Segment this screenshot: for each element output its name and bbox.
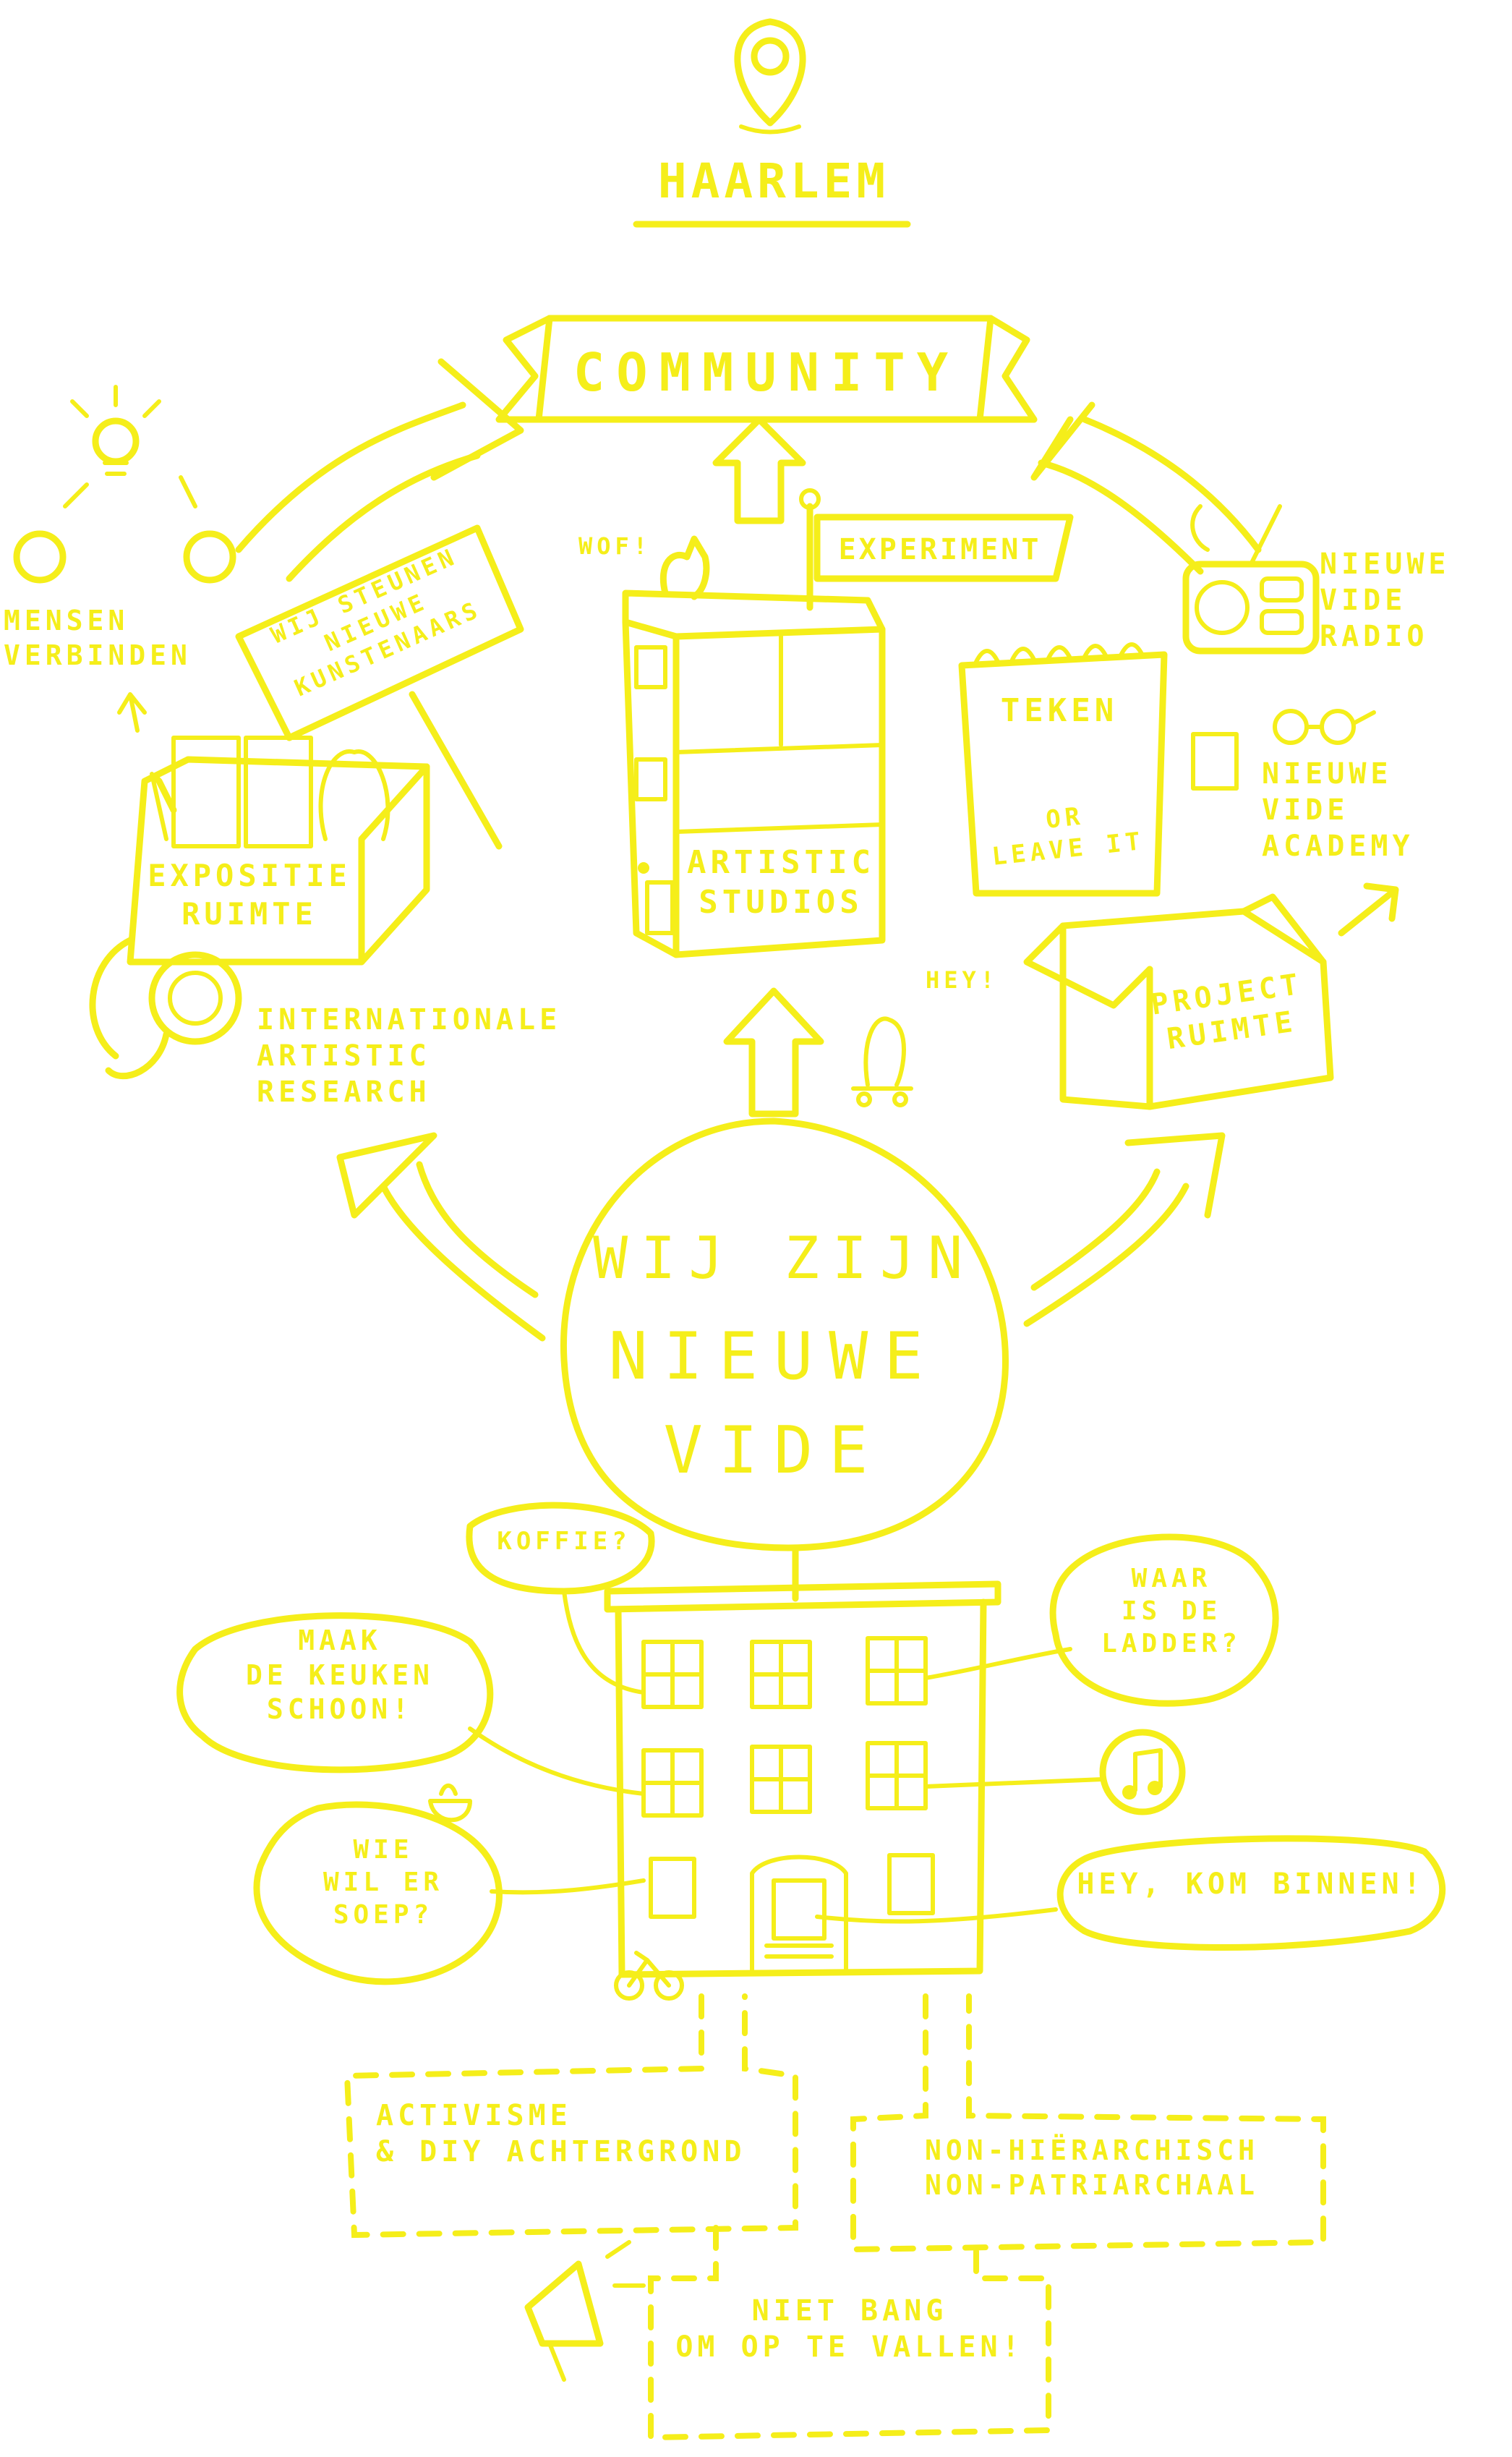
activisme-box <box>343 1993 798 2239</box>
hey-label: HEY! <box>926 966 999 994</box>
project-box <box>1023 893 1334 1110</box>
soep-label: WIE WIL ER SOEP? <box>323 1835 444 1930</box>
cycle-arrow-left <box>235 358 524 582</box>
research-label: INTERNATIONALE ARTISTIC RESEARCH <box>257 1003 562 1109</box>
music-line <box>923 1777 1105 1789</box>
book-icon <box>1191 732 1239 791</box>
soep-bubble <box>253 1801 503 1985</box>
center-title-line2: NIEUWE <box>608 1319 939 1394</box>
ladder-line <box>923 1647 1072 1680</box>
magnifier-icon <box>89 937 242 1080</box>
community-banner-label: COMMUNITY <box>573 342 960 403</box>
lightbulb-icon <box>70 385 161 476</box>
sketchbook <box>958 642 1168 897</box>
keuken-label: MAAK DE KEUKEN SCHOON! <box>246 1624 434 1725</box>
skateboard-dog-icon <box>851 1016 913 1107</box>
house-building <box>604 1580 1001 1978</box>
up-arrow-icon-lower <box>723 987 824 1117</box>
radio-label: NIEUWE VIDE RADIO <box>1320 548 1451 653</box>
cycle-arrow-right <box>1030 401 1262 575</box>
center-title-line1: WIJ ZIJN <box>593 1225 976 1292</box>
soup-bowl-icon <box>428 1783 472 1823</box>
bicycle-icon <box>614 1951 684 2001</box>
up-arrow-icon <box>712 416 806 524</box>
music-bubble <box>1099 1729 1186 1815</box>
academy-label: NIEUWE VIDE ACADEMY <box>1262 757 1414 863</box>
spread-arrow-left <box>336 1132 546 1342</box>
bang-box <box>648 2225 1051 2441</box>
music-note-icon <box>1122 1748 1163 1800</box>
megaphone-icon <box>524 2240 646 2382</box>
studios-building <box>622 589 886 958</box>
binnen-label: HEY, KOM BINNEN! <box>1077 1868 1425 1901</box>
binnen-bubble <box>1056 1835 1446 1951</box>
experiment-flag <box>799 488 1074 611</box>
experiment-flag-label: EXPERIMENT <box>838 533 1042 566</box>
glasses-icon <box>1273 709 1376 745</box>
hierarchie-label: NON-HIËRARCHISCH NON-PATRIARCHAAL <box>924 2134 1260 2201</box>
small-arrow-icon <box>117 692 147 733</box>
koffie-line <box>562 1589 646 1695</box>
radio-icon <box>1182 504 1320 655</box>
center-circle <box>560 1117 1009 1551</box>
koffie-bubble <box>466 1502 655 1595</box>
ladder-bubble <box>1049 1533 1279 1707</box>
expositie-label: EXPOSITIE RUIMTE <box>148 858 351 932</box>
activisme-label: ACTIVISME & DIY ACHTERGROND <box>376 2099 746 2168</box>
center-title-line3: VIDE <box>663 1413 884 1489</box>
bang-label: NIET BANG OM OP TE VALLEN! <box>675 2294 1024 2364</box>
binnen-line <box>815 1907 1058 1924</box>
teken-label: TEKEN <box>1000 692 1119 729</box>
expositie-box <box>127 736 430 966</box>
dog-icon <box>659 535 710 600</box>
studios-label: ARTISTIC STUDIOS <box>687 844 875 921</box>
mensen-verbinden-label: MENSEN VERBINDEN <box>4 605 192 671</box>
location-pin-icon <box>734 18 806 135</box>
koffie-label: KOFFIE? <box>497 1527 631 1556</box>
hierarchie-box <box>850 1993 1326 2253</box>
person-face-icon <box>13 475 236 584</box>
keuken-bubble <box>176 1612 494 1773</box>
academy-arrow-icon <box>1338 882 1399 937</box>
keuken-line <box>468 1726 646 1796</box>
ladder-label: WAAR IS DE LADDER? <box>1101 1564 1242 1658</box>
soep-line <box>490 1878 646 1895</box>
protest-sign <box>235 524 524 850</box>
wof-label: WOF! <box>578 532 652 560</box>
location-title: HAARLEM <box>657 153 890 209</box>
spread-arrow-right <box>1023 1132 1226 1327</box>
